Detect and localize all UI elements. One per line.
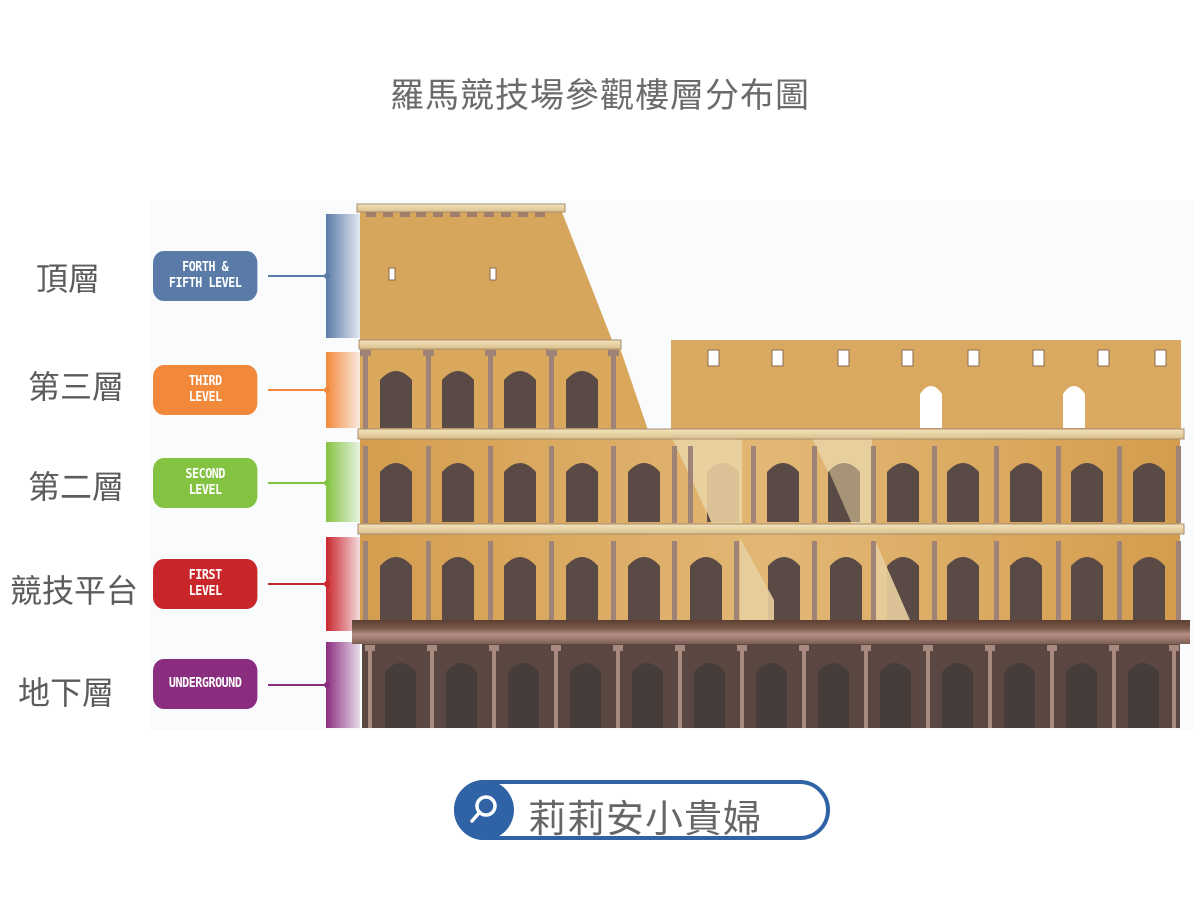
page-title: 羅馬競技場參觀樓層分布圖 (390, 76, 810, 116)
search-icon (454, 780, 514, 840)
cn-label-top-level: 頂層 (36, 260, 101, 298)
badge-text-line2: FIFTH LEVEL (168, 276, 242, 291)
badge-underground: UNDERGROUND (153, 659, 258, 709)
badge-text-line1: SECOND (185, 467, 225, 482)
badge-text-line1: FIRST (188, 568, 222, 583)
badge-text-line1: UNDERGROUND (168, 676, 242, 691)
footer-search-badge: 莉莉安小貴婦 (454, 780, 830, 841)
badge-text-line2: LEVEL (188, 584, 222, 599)
badge-first-level: FIRST LEVEL (153, 559, 258, 609)
badge-text-line1: FORTH & (182, 260, 229, 275)
footer-text: 莉莉安小貴婦 (528, 797, 763, 841)
badge-third-level: THIRD LEVEL (153, 365, 258, 415)
badge-second-level: SECOND LEVEL (153, 458, 258, 508)
cn-label-third-level: 第三層 (28, 368, 125, 406)
cn-label-second-level: 第二層 (28, 468, 125, 506)
badge-forth-fifth-level: FORTH & FIFTH LEVEL (153, 251, 258, 301)
badge-text-line2: LEVEL (188, 483, 222, 498)
cn-label-arena-floor: 競技平台 (10, 572, 139, 610)
badge-text-line1: THIRD (188, 374, 222, 389)
badge-text-line2: LEVEL (188, 390, 222, 405)
cn-label-underground: 地下層 (18, 674, 115, 712)
